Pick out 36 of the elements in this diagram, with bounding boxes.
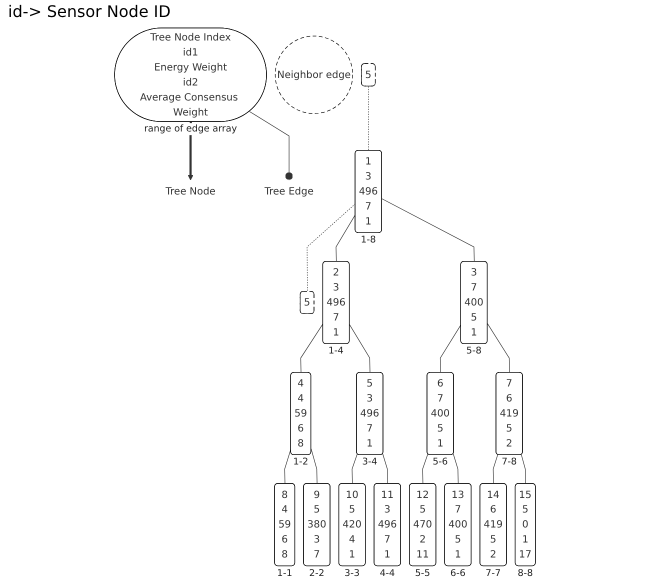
connector <box>352 453 358 484</box>
node-circle: Neighbor edge <box>274 36 353 114</box>
range-label: 3-3 <box>344 568 360 579</box>
connector <box>422 453 428 484</box>
connector <box>382 198 475 262</box>
connector <box>492 454 498 484</box>
connector <box>336 214 356 262</box>
connector <box>349 324 370 373</box>
range-label: range of edge array <box>144 124 238 135</box>
connector <box>382 453 388 484</box>
range-label: 1-1 <box>277 568 292 579</box>
range-label: 8-8 <box>518 568 533 579</box>
node-text: Tree Edge <box>264 185 314 198</box>
range-label: 7-7 <box>486 568 501 579</box>
range-label: 4-4 <box>380 568 395 579</box>
note-text: id-> Sensor Node ID <box>8 2 172 21</box>
connector <box>310 448 318 484</box>
range-label: 7-8 <box>502 456 517 468</box>
range-label: 5-5 <box>415 568 430 579</box>
connector <box>249 111 293 181</box>
node-text: Tree Node <box>166 185 216 198</box>
range-label: 1-4 <box>328 346 344 357</box>
range-label: 5-8 <box>466 346 482 357</box>
connector <box>368 86 369 151</box>
range-label: 2-2 <box>309 568 324 579</box>
range-label: 3-4 <box>362 456 378 468</box>
range-label: 1-8 <box>360 234 376 246</box>
connector <box>521 454 526 484</box>
range-label: 5-6 <box>432 456 448 468</box>
range-label: 1-2 <box>293 456 308 468</box>
connector <box>487 323 510 373</box>
connector <box>306 203 356 292</box>
connector <box>440 324 462 373</box>
connector <box>300 323 324 373</box>
connector <box>452 453 459 484</box>
range-label: 6-6 <box>450 568 466 579</box>
